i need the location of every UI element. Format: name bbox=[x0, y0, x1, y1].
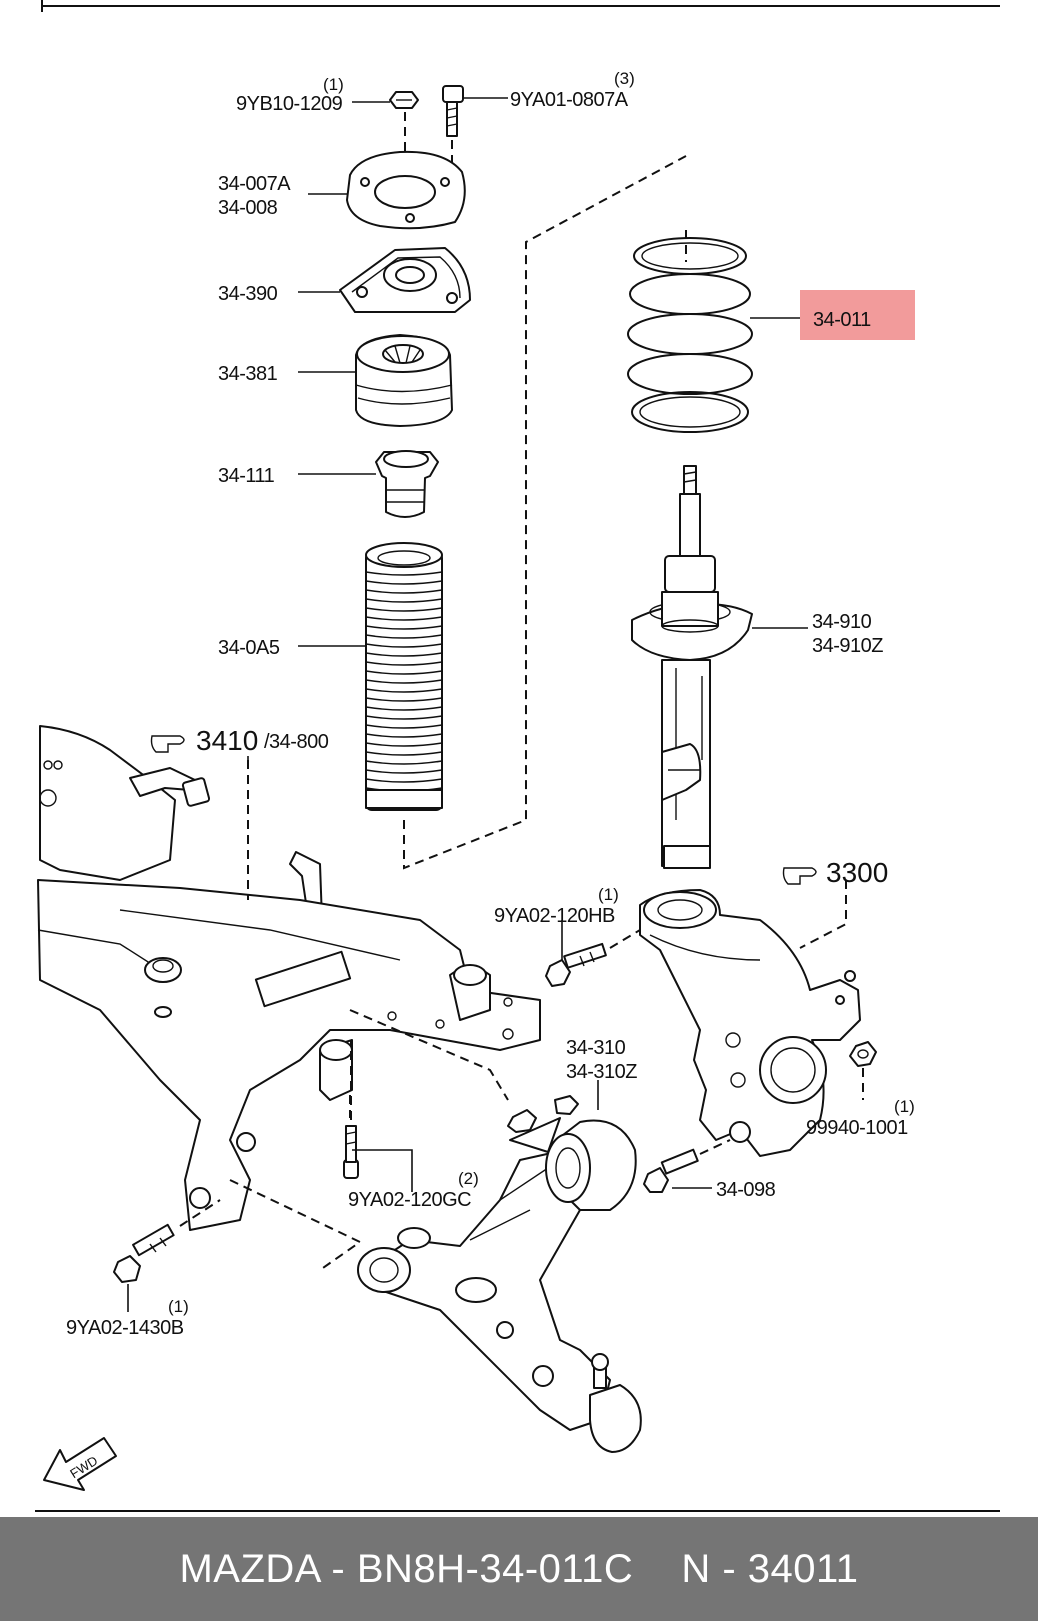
knuckle-nut-part bbox=[849, 1041, 877, 1067]
highlighted-part-marker bbox=[800, 290, 915, 340]
pointing-hand-icon-2 bbox=[782, 867, 817, 885]
knuckle-ref-number: 3300 bbox=[826, 857, 888, 888]
footer-bar: MAZDA - BN8H-34-011C N - 34011 bbox=[0, 1517, 1038, 1621]
bump-stop-part bbox=[375, 450, 439, 518]
top-bolt-part bbox=[442, 85, 464, 137]
footer-part-number: MAZDA - BN8H-34-011C bbox=[179, 1546, 634, 1591]
strut-label-a: 34-910 bbox=[812, 611, 872, 633]
strut-assembly-part bbox=[631, 465, 753, 869]
knuckle-bolt-part bbox=[545, 942, 607, 987]
spring-label: 34-011 bbox=[813, 309, 871, 331]
mount-plate-part bbox=[346, 150, 466, 230]
subframe-part bbox=[37, 725, 541, 1231]
nut-knuckle-label: 99940-1001 bbox=[806, 1117, 908, 1139]
forward-arrow-icon bbox=[43, 1437, 117, 1491]
mount-plate-label-b: 34-008 bbox=[218, 197, 278, 219]
bolt-knuckle-qty: (1) bbox=[598, 885, 619, 904]
bump-stop-label: 34-111 bbox=[218, 465, 275, 487]
arm-label-b: 34-310Z bbox=[566, 1061, 637, 1083]
top-nut-part bbox=[389, 91, 419, 109]
bolt-front-qty: (1) bbox=[168, 1297, 189, 1316]
suspension-exploded-diagram: (1) 9YB10-1209 (3) 9YA01-0807A 34-007A 3… bbox=[35, 0, 1000, 1512]
dust-boot-part bbox=[365, 542, 443, 811]
bearing-part bbox=[355, 334, 453, 427]
bearing-label: 34-381 bbox=[218, 363, 278, 385]
bolt-top-label: 9YA01-0807A bbox=[510, 89, 629, 111]
bolt-top-qty: (3) bbox=[614, 69, 635, 88]
nut-knuckle-qty: (1) bbox=[894, 1097, 915, 1116]
mount-seat-label: 34-390 bbox=[218, 283, 278, 305]
footer-diagram-number: N - 34011 bbox=[681, 1546, 859, 1591]
subframe-ref-sub: /34-800 bbox=[264, 731, 329, 753]
pointing-hand-icon bbox=[150, 735, 185, 753]
arm-label-a: 34-310 bbox=[566, 1037, 626, 1059]
balljoint-bolt-part bbox=[643, 1148, 699, 1193]
nut-top-label: 9YB10-1209 bbox=[236, 93, 343, 115]
subframe-ref-number: 3410 bbox=[196, 725, 258, 756]
mount-seat-part bbox=[339, 247, 471, 313]
balljoint-bolt-label: 34-098 bbox=[716, 1179, 776, 1201]
lower-control-arm-part bbox=[357, 1095, 642, 1453]
nut-top-qty: (1) bbox=[323, 75, 344, 94]
bolt-arm-label: 9YA02-120GC bbox=[348, 1189, 471, 1211]
dust-boot-label: 34-0A5 bbox=[218, 637, 280, 659]
bolt-knuckle-label: 9YA02-120HB bbox=[494, 905, 615, 927]
mount-plate-label-a: 34-007A bbox=[218, 173, 291, 195]
front-bolt-part bbox=[113, 1223, 175, 1283]
bolt-front-label: 9YA02-1430B bbox=[66, 1317, 184, 1339]
coil-spring-part bbox=[627, 230, 753, 433]
strut-label-b: 34-910Z bbox=[812, 635, 883, 657]
bolt-arm-qty: (2) bbox=[458, 1169, 479, 1188]
arm-bolt-part bbox=[343, 1125, 359, 1179]
steering-knuckle-part bbox=[639, 889, 861, 1157]
